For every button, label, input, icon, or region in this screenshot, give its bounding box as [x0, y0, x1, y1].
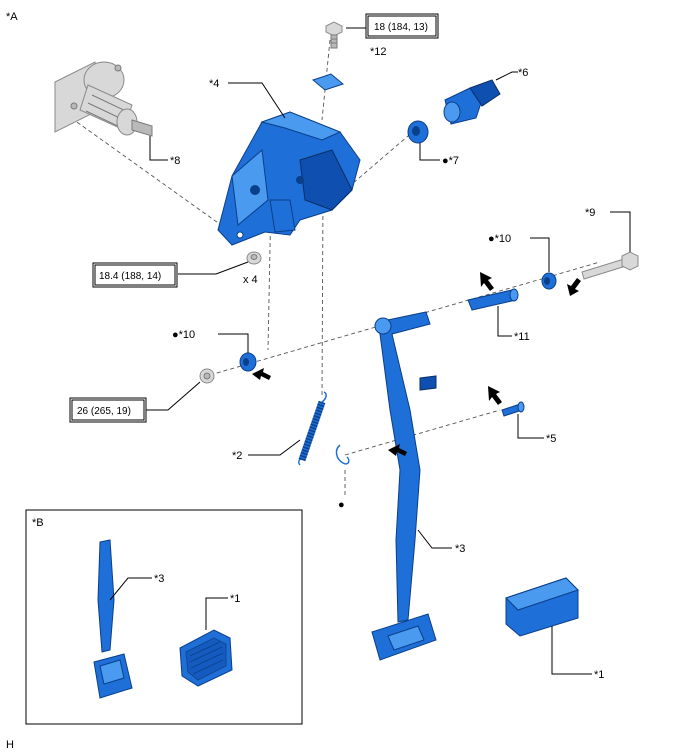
callout-5: *5 [546, 433, 556, 445]
torque-box-bolt-12: 18 (184, 13) [365, 13, 439, 39]
arrow-icon [480, 272, 494, 291]
torque-value-pivot-nut: 26 (265, 19) [77, 406, 131, 417]
arrow-icon [388, 444, 407, 456]
leader-9 [610, 211, 631, 252]
bolt-12[interactable] [325, 21, 343, 49]
callout-9: *9 [585, 207, 595, 219]
callout-1-inset: *1 [230, 593, 240, 605]
leader-7 [419, 143, 440, 161]
bushing-10-left[interactable] [239, 352, 257, 372]
inset-frame [25, 509, 303, 725]
arrow-icon [488, 386, 502, 405]
leader-pivot-nut [144, 381, 201, 411]
pin-5[interactable] [501, 401, 525, 417]
leader-6 [495, 71, 518, 81]
leader-11 [497, 306, 512, 337]
leader-3-main [417, 529, 452, 549]
leader-10-right [530, 237, 550, 272]
callout-10-left: ●*10 [172, 329, 195, 341]
callout-6: *6 [518, 67, 528, 79]
callout-8: *8 [170, 155, 180, 167]
nut-quantity: x 4 [243, 274, 258, 286]
pedal-pad-1-inset[interactable] [179, 629, 233, 687]
leader-4 [228, 82, 286, 119]
callout-12: *12 [370, 46, 387, 58]
leader-8 [149, 136, 168, 161]
torque-box-nuts: 18.4 (188, 14) [92, 262, 178, 288]
callout-4: *4 [209, 78, 219, 90]
callout-2: *2 [232, 450, 242, 462]
leader-1-main [551, 626, 592, 675]
view-label-a: *A [6, 11, 18, 23]
assembly-arrows [252, 272, 581, 456]
pivot-bolt-9[interactable] [581, 251, 639, 280]
view-label-b: *B [32, 517, 44, 529]
return-spring-2[interactable] [298, 391, 327, 466]
torque-value-bolt-12: 18 (184, 13) [374, 22, 428, 33]
callout-3-main: *3 [455, 543, 465, 555]
arrow-icon [567, 278, 581, 296]
bracket-nut[interactable] [246, 251, 262, 265]
leader-nuts [178, 261, 249, 275]
leader-1-inset [205, 597, 228, 630]
stop-plate[interactable] [311, 73, 345, 91]
pivot-nut[interactable] [199, 368, 215, 384]
leader-10-left [218, 333, 249, 353]
bushing-10-right[interactable] [541, 272, 557, 290]
pedal-pad-1[interactable] [505, 577, 579, 637]
clip[interactable] [335, 444, 350, 465]
arrow-icon [252, 368, 271, 380]
callout-7: ●*7 [442, 155, 459, 167]
callout-1-main: *1 [594, 669, 604, 681]
callout-11: *11 [514, 331, 530, 343]
callout-10-right: ●*10 [488, 233, 511, 245]
callout-3-inset: *3 [154, 573, 164, 585]
clip-reuse-dot: ● [338, 499, 345, 511]
bushing-7[interactable] [407, 120, 429, 144]
leader-3-inset [109, 577, 152, 601]
leader-2 [248, 439, 301, 456]
cushion-6[interactable] [443, 79, 501, 125]
torque-value-nuts: 18.4 (188, 14) [99, 271, 161, 282]
corner-code: H [6, 739, 14, 751]
brake-pedal-3-inset[interactable] [93, 539, 133, 699]
pedal-bracket-4[interactable] [217, 111, 361, 246]
collar-11[interactable] [467, 288, 519, 311]
stop-lamp-switch-8[interactable] [54, 61, 153, 137]
brake-pedal-3[interactable] [371, 311, 437, 661]
torque-box-pivot-nut: 26 (265, 19) [69, 397, 147, 423]
leader-5 [517, 414, 544, 439]
